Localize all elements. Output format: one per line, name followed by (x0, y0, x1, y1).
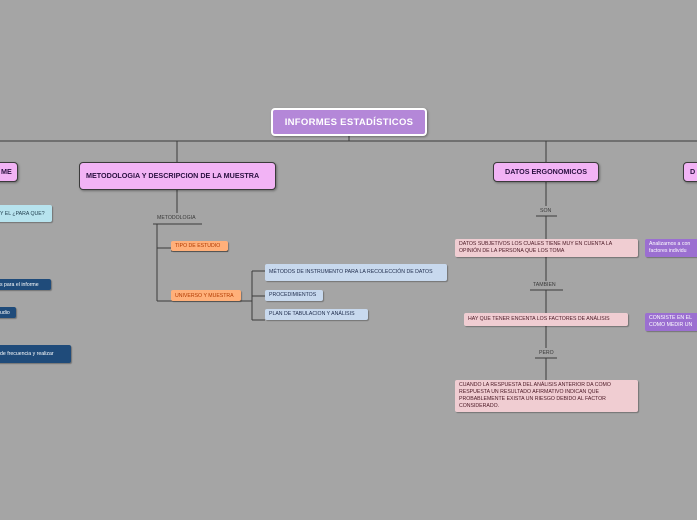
topic-left-edge[interactable]: ME (0, 162, 18, 182)
topic-right-edge[interactable]: D (683, 162, 697, 182)
fragment-frecuencia[interactable]: de frecuencia y realizar (0, 345, 71, 363)
subtopic-factores-analisis[interactable]: HAY QUE TENER ENCENTA LOS FACTORES DE AN… (464, 313, 628, 326)
topic-metodologia-muestra[interactable]: METODOLOGIA Y DESCRIPCION DE LA MUESTRA (79, 162, 276, 190)
label-pero: PERO (539, 350, 554, 356)
fragment-analizarnos[interactable]: Analizarnos a con factores individu (645, 239, 697, 257)
label-tambien: TAMBIEN (533, 282, 556, 288)
fragment-para-que[interactable]: Y EL ¿PARA QUE? (0, 205, 52, 222)
label-metodologia: METODOLOGÍA (157, 215, 196, 221)
fragment-udio[interactable]: udio (0, 307, 16, 318)
label-son: SON (540, 208, 552, 214)
subtopic-plan-tabulacion[interactable]: PLAN DE TABULACION Y ANÁLISIS (265, 309, 368, 320)
subtopic-universo-muestra[interactable]: UNIVERSO Y MUESTRA (171, 290, 241, 301)
topic-datos-ergonomicos[interactable]: DATOS ERGONOMICOS (493, 162, 599, 182)
subtopic-tipo-estudio[interactable]: TIPO DE ESTUDIO (171, 241, 228, 251)
subtopic-procedimientos[interactable]: PROCEDIMIENTOS (265, 290, 323, 301)
subtopic-datos-subjetivos[interactable]: DATOS SUBJETIVOS LOS CUALES TIENE MUY EN… (455, 239, 638, 257)
subtopic-metodos-instrumento[interactable]: MÉTODOS DE INSTRUMENTO PARA LA RECOLECCI… (265, 264, 447, 281)
subtopic-cuando-respuesta[interactable]: CUANDO LA RESPUESTA DEL ANÁLISIS ANTERIO… (455, 380, 638, 412)
root-topic-informes-estadisticos[interactable]: INFORMES ESTADÍSTICOS (271, 108, 427, 136)
fragment-consiste[interactable]: CONSISTE EN EL COMO MEDIR UN (645, 313, 697, 331)
fragment-informe[interactable]: s para el informe (0, 279, 51, 290)
